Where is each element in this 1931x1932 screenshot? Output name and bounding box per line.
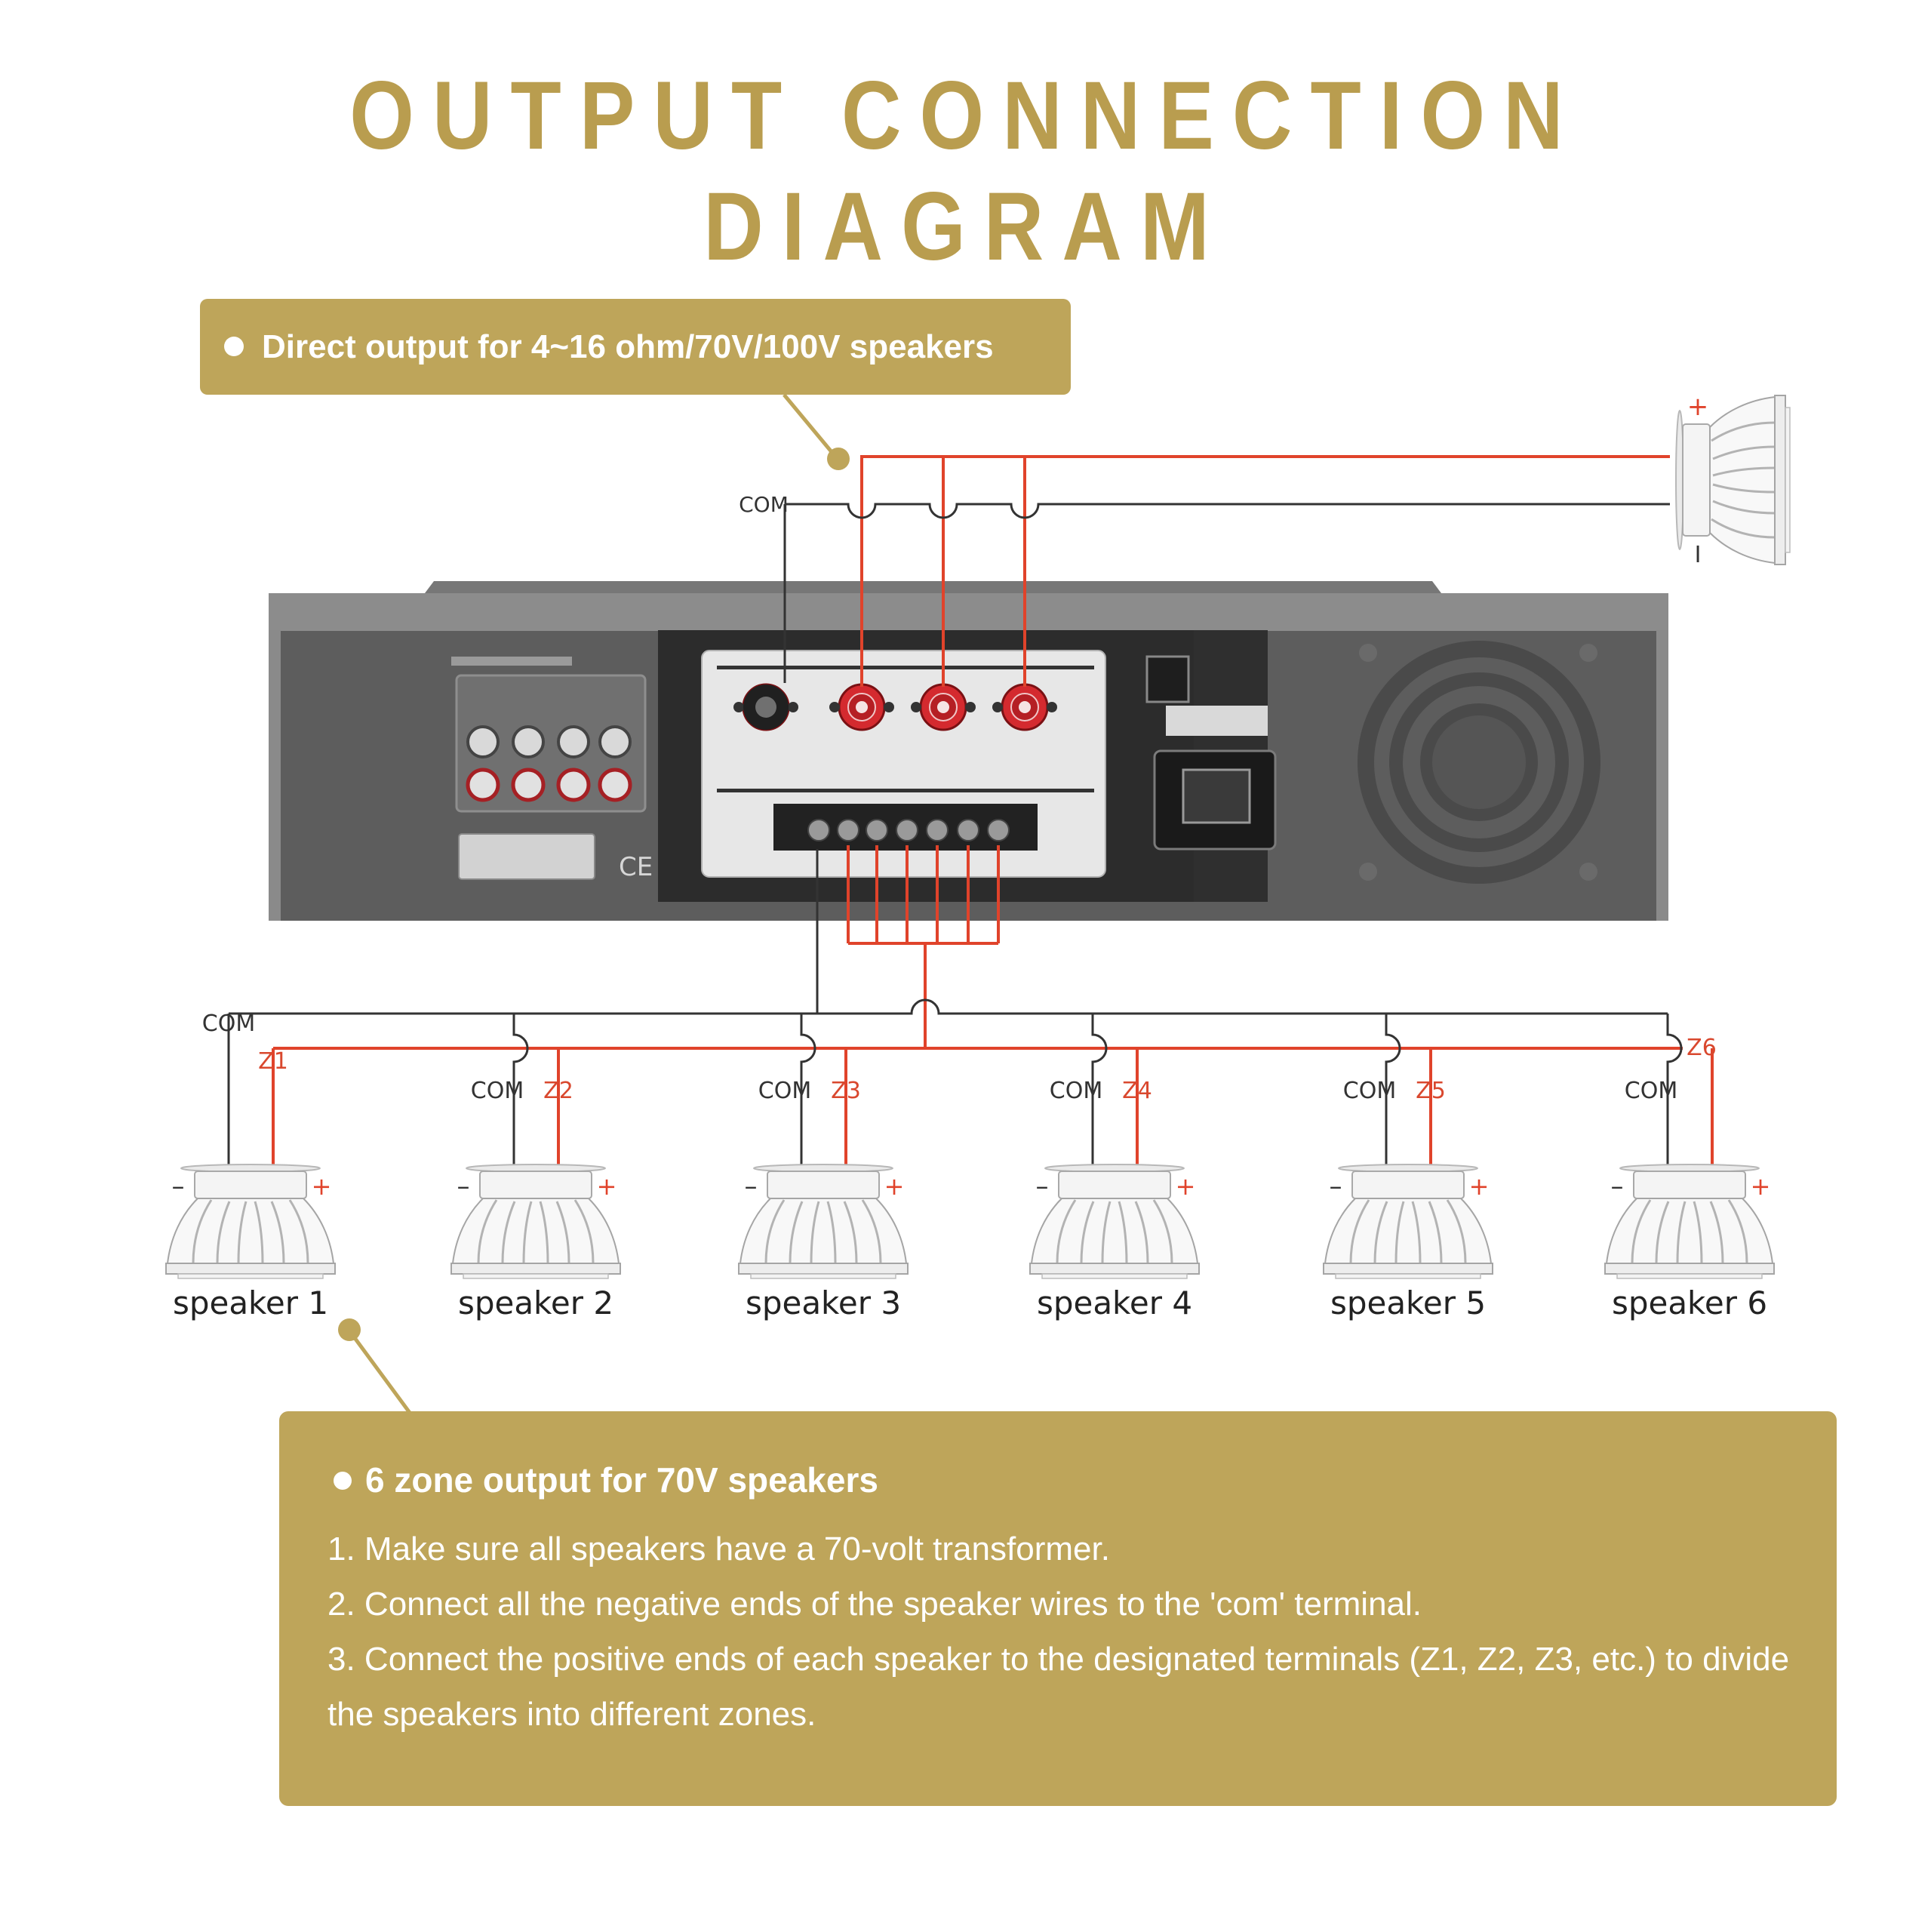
speaker-4: – + speaker 4 COM Z4 <box>1029 1078 1201 1321</box>
speaker-5: – + speaker 5 COM Z5 <box>1322 1078 1494 1321</box>
speaker-plus-label: + <box>1751 1172 1771 1201</box>
ceiling-speaker-icon <box>1029 1163 1201 1280</box>
bullet-icon <box>224 337 244 357</box>
speaker-minus-label: – <box>172 1171 185 1201</box>
speaker-minus-label: – <box>1036 1171 1049 1201</box>
speaker-name: speaker 2 <box>458 1284 613 1321</box>
direct-output-callout: Direct output for 4~16 ohm/70V/100V spea… <box>200 299 1071 395</box>
zone-output-heading: 6 zone output for 70V speakers <box>365 1460 878 1500</box>
ceiling-speaker-icon <box>165 1163 337 1280</box>
speaker-name: speaker 4 <box>1037 1284 1192 1321</box>
direct-output-label: Direct output for 4~16 ohm/70V/100V spea… <box>262 328 994 365</box>
speaker-plus-label: + <box>312 1172 332 1201</box>
direct-plus-label: + <box>1687 392 1709 422</box>
speaker-3: – + speaker 3 COM Z3 <box>737 1078 909 1321</box>
speaker-name: speaker 5 <box>1330 1284 1486 1321</box>
zone-z6-label: Z6 <box>1687 1035 1717 1061</box>
ceiling-speaker-icon <box>1604 1163 1776 1280</box>
pointer-dot-icon <box>338 1318 361 1341</box>
speaker-zone-label: Z2 <box>543 1078 573 1104</box>
zone-com-label: COM <box>202 1011 255 1037</box>
speaker-zone-label: Z5 <box>1416 1078 1446 1104</box>
ceiling-speaker-icon <box>737 1163 909 1280</box>
speaker-2: – + speaker 2 COM Z2 <box>450 1078 622 1321</box>
speaker-com-label: COM <box>758 1078 811 1104</box>
direct-output-pointer-line <box>783 393 838 459</box>
speaker-name: speaker 6 <box>1612 1284 1767 1321</box>
speaker-com-label: COM <box>471 1078 524 1104</box>
zone-output-steps: 1. Make sure all speakers have a 70-volt… <box>327 1521 1806 1742</box>
speaker-minus-label: – <box>1330 1171 1342 1201</box>
zone-output-pointer-line <box>349 1331 412 1414</box>
speaker-minus-label: – <box>1611 1171 1624 1201</box>
speaker-plus-label: + <box>1469 1172 1490 1201</box>
ceiling-speaker-icon <box>450 1163 622 1280</box>
zone-z1-label: Z1 <box>258 1048 288 1075</box>
direct-minus-label: I <box>1695 542 1702 568</box>
bullet-icon <box>334 1471 352 1490</box>
zone-output-callout: 6 zone output for 70V speakers 1. Make s… <box>279 1411 1837 1806</box>
amplifier-rear-panel-icon: CE <box>269 581 1668 921</box>
step-3: 3. Connect the positive ends of each spe… <box>327 1641 1790 1733</box>
svg-text:CE: CE <box>619 852 653 882</box>
direct-com-label: COM <box>739 492 789 517</box>
speaker-minus-label: – <box>457 1171 470 1201</box>
speaker-com-label: COM <box>1050 1078 1102 1104</box>
speaker-1: – + speaker 1 <box>165 1163 337 1321</box>
pointer-dot-icon <box>827 448 850 470</box>
speaker-com-label: COM <box>1343 1078 1396 1104</box>
speaker-com-label: COM <box>1625 1078 1677 1104</box>
ceiling-speaker-icon <box>1322 1163 1494 1280</box>
speaker-minus-label: – <box>745 1171 758 1201</box>
zone-output-wiring <box>227 845 1714 1166</box>
speaker-6: – + speaker 6 COM <box>1604 1078 1776 1321</box>
step-2: 2. Connect all the negative ends of the … <box>327 1586 1422 1623</box>
speaker-row: – + speaker 1 – + speaker 2 COM Z2 – + speaker 3 CO… <box>165 1078 1776 1321</box>
speaker-name: speaker 3 <box>746 1284 901 1321</box>
speaker-plus-label: + <box>597 1172 617 1201</box>
speaker-zone-label: Z4 <box>1122 1078 1152 1104</box>
page-title: OUTPUT CONNECTION DIAGRAM <box>349 62 1582 281</box>
speaker-zone-label: Z3 <box>831 1078 861 1104</box>
step-1: 1. Make sure all speakers have a 70-volt… <box>327 1531 1110 1567</box>
speaker-name: speaker 1 <box>173 1284 328 1321</box>
speaker-plus-label: + <box>1176 1172 1196 1201</box>
speaker-plus-label: + <box>884 1172 905 1201</box>
direct-output-wiring <box>783 455 1670 687</box>
